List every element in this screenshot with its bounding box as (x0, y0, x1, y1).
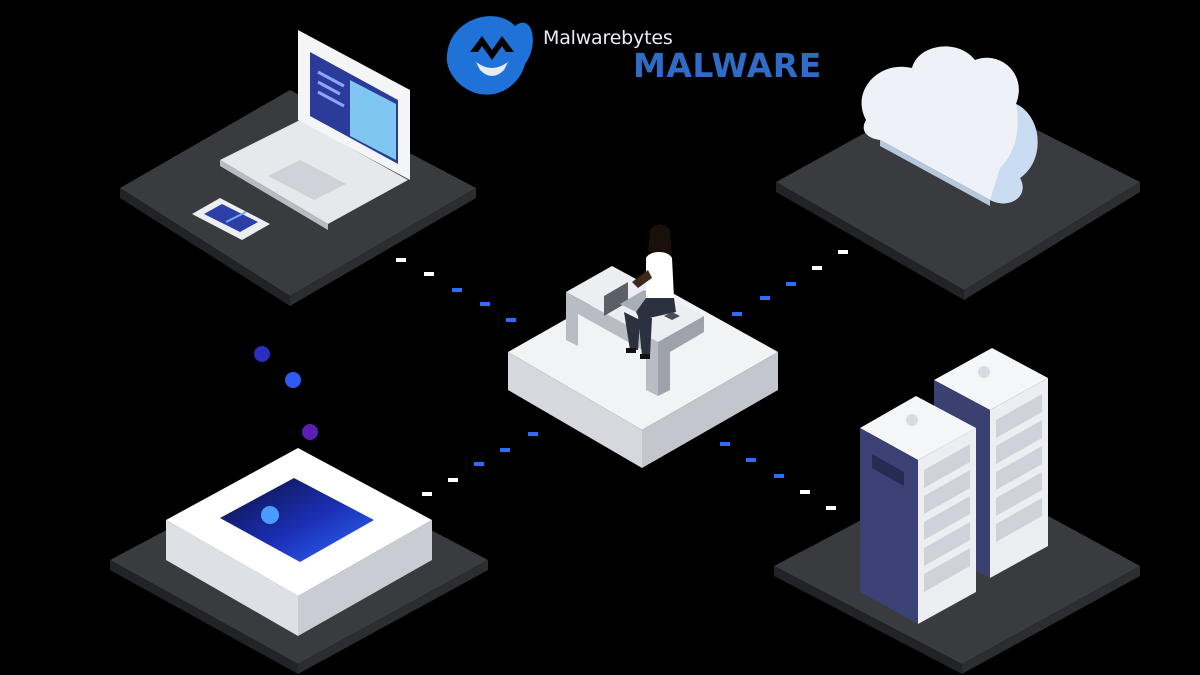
connector-window-center (422, 432, 538, 496)
connector-laptop-center (396, 258, 516, 322)
brand-headline: MALWARE (633, 46, 822, 85)
smartphone-icon (192, 198, 270, 240)
malwarebytes-m-icon (446, 16, 533, 95)
connector-laptop-window (254, 346, 318, 440)
cloud-icon (861, 46, 1038, 206)
person-at-desk-icon (566, 224, 704, 396)
connector-cloud-center (732, 250, 848, 316)
connector-server-center (720, 442, 836, 510)
laptop-icon (220, 30, 410, 230)
window-tile-icon (166, 448, 432, 636)
server-rack-icon (860, 348, 1048, 624)
brand-name: Malwarebytes (543, 27, 673, 49)
